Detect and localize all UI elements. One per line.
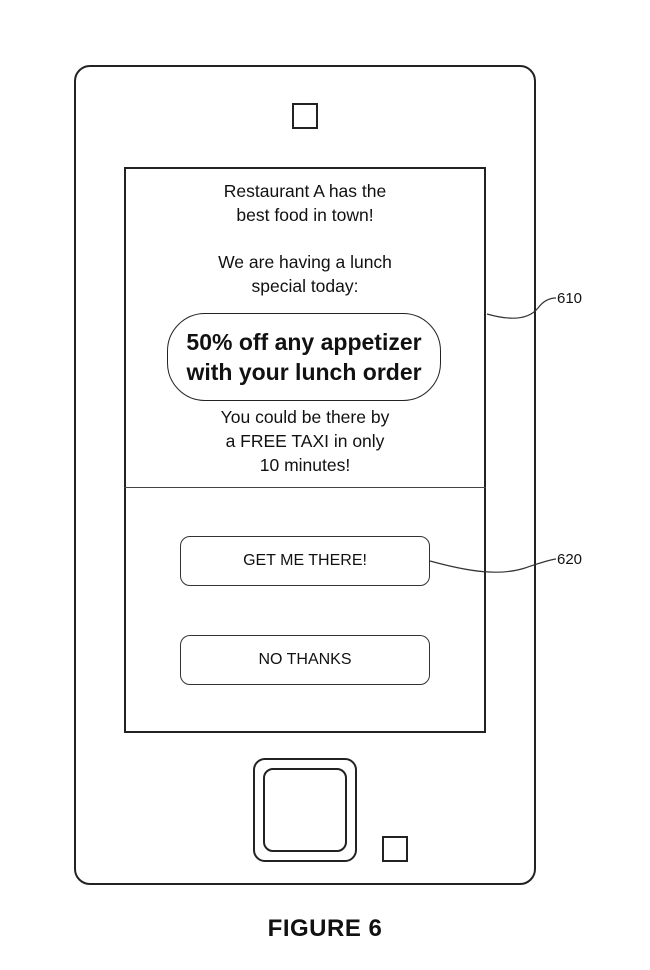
taxi-promo-text: You could be there by a FREE TAXI in onl… (130, 405, 480, 477)
ad-headline: Restaurant A has the best food in town! (130, 179, 480, 227)
home-button-inner-icon (263, 768, 347, 852)
offer-badge: 50% off any appetizer with your lunch or… (167, 313, 441, 401)
reference-numeral-610: 610 (557, 290, 582, 307)
figure-caption: FIGURE 6 (0, 915, 650, 943)
screen-divider (124, 487, 486, 488)
ad-subline: We are having a lunch special today: (130, 250, 480, 298)
offer-text: 50% off any appetizer with your lunch or… (186, 327, 421, 387)
front-camera-icon (292, 103, 318, 129)
home-button[interactable] (253, 758, 357, 862)
no-thanks-label: NO THANKS (258, 651, 351, 669)
get-me-there-label: GET ME THERE! (243, 552, 367, 570)
no-thanks-button[interactable]: NO THANKS (180, 635, 430, 685)
auxiliary-button[interactable] (382, 836, 408, 862)
get-me-there-button[interactable]: GET ME THERE! (180, 536, 430, 586)
reference-numeral-620: 620 (557, 551, 582, 568)
